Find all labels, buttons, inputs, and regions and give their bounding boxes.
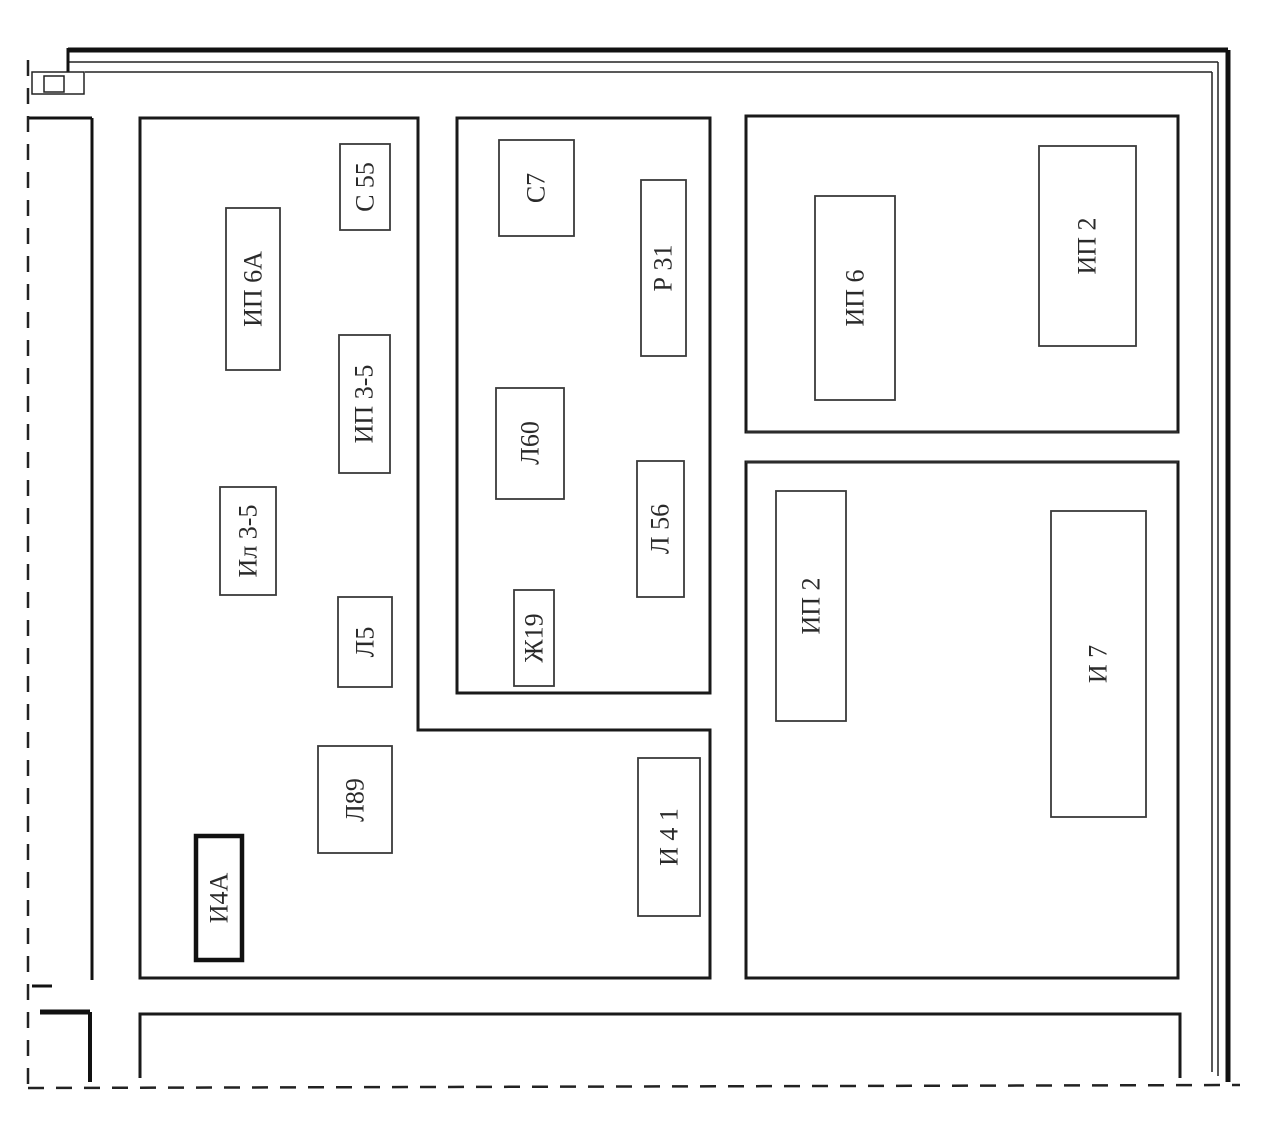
block-label: Ил 3-5 <box>234 505 263 578</box>
block-ip35: ИП 3-5 <box>338 334 391 474</box>
block-i4a: И4А <box>193 833 245 963</box>
block-label: С 55 <box>351 162 380 212</box>
bottom-strip <box>138 1012 1182 1078</box>
zone-middle <box>455 116 712 695</box>
block-label: Р 31 <box>649 245 678 292</box>
block-label: И 4 1 <box>655 808 684 866</box>
block-label: ИП 6А <box>239 251 268 327</box>
corner-fragment <box>28 71 94 1082</box>
block-l5: Л5 <box>337 596 393 688</box>
block-zh19: Ж19 <box>513 589 555 687</box>
outer-walls <box>66 47 1231 1082</box>
block-ip2-top: ИП 2 <box>1038 145 1137 347</box>
block-l56: Л 56 <box>636 460 685 598</box>
block-i7: И 7 <box>1050 510 1147 818</box>
block-c7: С7 <box>498 139 575 237</box>
block-ip2-bottom: ИП 2 <box>775 490 847 722</box>
block-label: ИП 2 <box>797 577 826 634</box>
block-label: Л5 <box>351 627 380 658</box>
block-i41: И 4 1 <box>637 757 701 917</box>
block-label: ИП 3-5 <box>350 365 379 444</box>
zone-left <box>138 116 712 980</box>
block-label: Л 56 <box>646 504 675 554</box>
dashed-boundary <box>26 60 1241 1090</box>
block-l89: Л89 <box>317 745 393 854</box>
block-r31: Р 31 <box>640 179 687 357</box>
block-l60: Л60 <box>495 387 565 500</box>
block-label: И4А <box>205 873 234 924</box>
block-ip6: ИП 6 <box>814 195 896 401</box>
block-label: Л60 <box>516 421 545 465</box>
block-label: И 7 <box>1084 645 1113 683</box>
block-label: ИП 6 <box>841 269 870 326</box>
block-label: Л89 <box>341 778 370 822</box>
block-label: С7 <box>522 173 551 203</box>
block-label: ИП 2 <box>1073 217 1102 274</box>
block-il35: Ил 3-5 <box>219 486 277 596</box>
block-c55: С 55 <box>339 143 391 231</box>
block-label: Ж19 <box>520 613 549 662</box>
block-ip6a: ИП 6А <box>225 207 281 371</box>
